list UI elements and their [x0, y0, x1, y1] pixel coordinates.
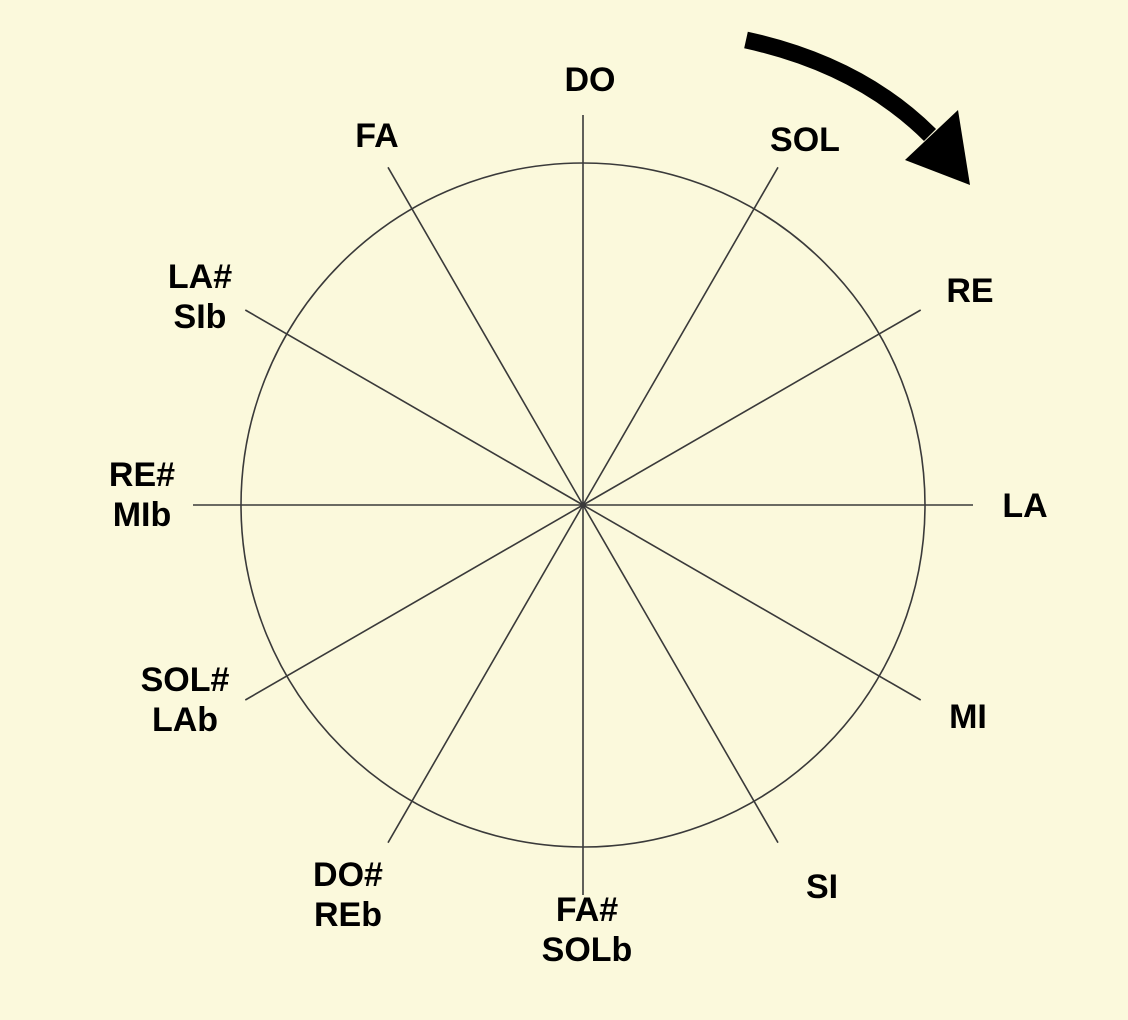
spoke-fa	[387, 166, 584, 506]
spoke-re	[582, 309, 922, 506]
note-text-re-1: RE	[946, 272, 993, 310]
spoke-sol-sharp	[244, 504, 584, 701]
note-text-re-sharp-2: MIb	[113, 496, 172, 534]
note-text-la-sharp-1: LA#	[168, 258, 232, 296]
note-label-do: DO	[565, 61, 616, 99]
note-text-fa-sharp-1: FA#	[556, 891, 618, 929]
note-labels: DOSOLRELAMISIFA#SOLbDO#REbSOL#LAbRE#MIbL…	[109, 61, 1048, 969]
note-label-fa-sharp: FA#SOLb	[542, 891, 633, 969]
spoke-mi	[582, 504, 922, 701]
note-text-la-sharp-2: SIb	[174, 298, 227, 336]
note-label-mi: MI	[949, 698, 987, 736]
note-label-si: SI	[806, 868, 838, 906]
note-text-sol-sharp-1: SOL#	[141, 661, 230, 699]
note-text-do-1: DO	[565, 61, 616, 99]
note-text-do-sharp-1: DO#	[313, 856, 383, 894]
note-label-do-sharp: DO#REb	[313, 856, 383, 934]
note-text-si-1: SI	[806, 868, 838, 906]
note-text-sol-1: SOL	[770, 121, 840, 159]
note-label-sol-sharp: SOL#LAb	[141, 661, 230, 739]
note-text-fa-sharp-2: SOLb	[542, 931, 633, 969]
note-text-sol-sharp-2: LAb	[152, 701, 218, 739]
note-label-la: LA	[1002, 487, 1047, 525]
note-text-mi-1: MI	[949, 698, 987, 736]
spoke-do-sharp	[387, 504, 584, 844]
spoke-la-sharp	[244, 309, 584, 506]
note-label-sol: SOL	[770, 121, 840, 159]
center-point	[580, 502, 586, 508]
spoke-si	[582, 504, 779, 844]
note-text-fa-1: FA	[355, 117, 398, 155]
note-label-re: RE	[946, 272, 993, 310]
spokes	[193, 115, 973, 895]
note-label-la-sharp: LA#SIb	[168, 258, 232, 336]
note-text-do-sharp-2: REb	[314, 896, 382, 934]
note-label-fa: FA	[355, 117, 398, 155]
note-text-la-1: LA	[1002, 487, 1047, 525]
curved-arrow-clockwise-icon	[744, 31, 970, 185]
outer-circle	[240, 162, 926, 848]
note-label-re-sharp: RE#MIb	[109, 456, 175, 534]
note-text-re-sharp-1: RE#	[109, 456, 175, 494]
spoke-sol	[582, 166, 779, 506]
